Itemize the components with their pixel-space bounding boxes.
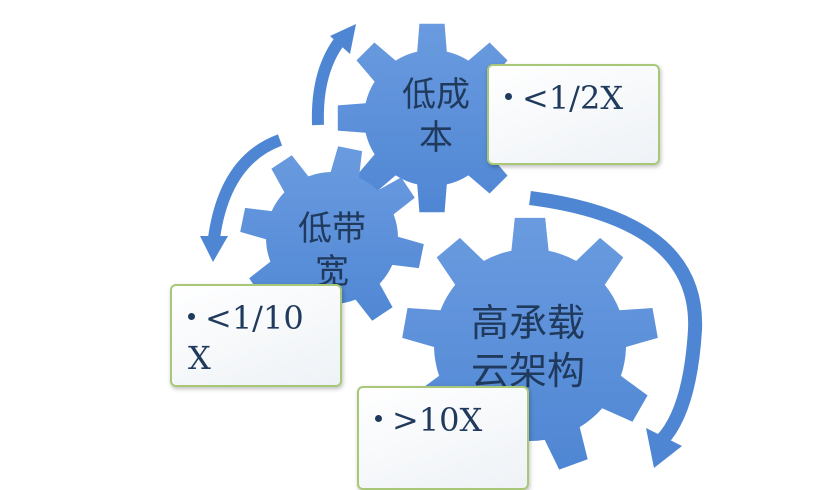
callout-text: >10X <box>392 401 483 439</box>
gear-label-low-bandwidth: 低带宽 <box>298 209 366 292</box>
bullet-icon <box>188 313 195 320</box>
callout-high-capacity: >10X <box>357 386 529 490</box>
gear-label-high-capacity: 高承载云架构 <box>470 301 585 393</box>
gear-label-low-cost: 低成本 <box>402 75 470 158</box>
arrow-left <box>200 134 283 262</box>
arrow-top <box>311 24 356 126</box>
callout-text: <1/2X <box>522 79 624 117</box>
bullet-icon <box>375 415 382 422</box>
gear-shape-low-cost <box>337 23 527 213</box>
gear-shape-low-bandwidth <box>240 146 424 330</box>
arrow-right <box>529 191 703 468</box>
bullet-icon <box>505 93 512 100</box>
callout-low-cost: <1/2X <box>487 64 660 165</box>
